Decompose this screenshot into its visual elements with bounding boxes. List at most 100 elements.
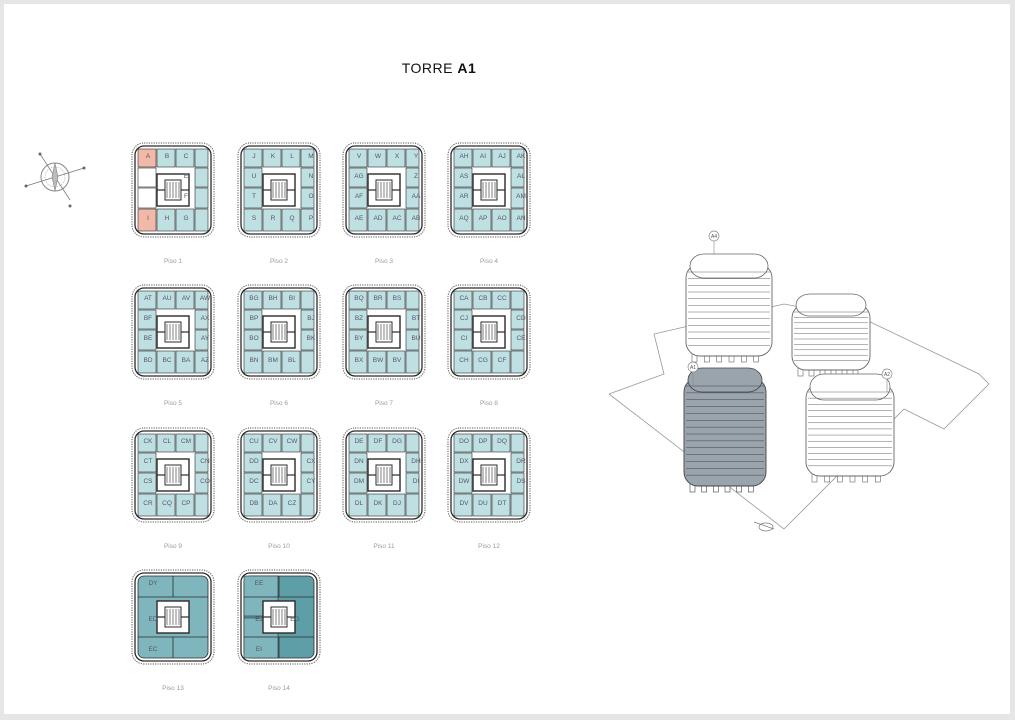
unit-label[interactable]: DO	[459, 438, 469, 445]
unit-label[interactable]: BO	[249, 335, 259, 342]
unit-label[interactable]: DB	[249, 500, 259, 507]
unit-label[interactable]: AU	[162, 295, 172, 302]
unit-label[interactable]: DI	[412, 478, 420, 485]
unit-label[interactable]: H	[164, 215, 170, 222]
unit-label[interactable]: Y	[413, 153, 419, 160]
unit-label[interactable]: DY	[148, 580, 158, 587]
unit-label[interactable]: J	[252, 153, 256, 160]
unit-label[interactable]: AX	[200, 315, 210, 322]
unit-label[interactable]: CK	[143, 438, 153, 445]
unit-label[interactable]: A	[145, 153, 151, 160]
unit-label[interactable]: AF	[354, 193, 364, 200]
unit-label[interactable]: B	[164, 153, 170, 160]
unit-label[interactable]: BK	[306, 335, 316, 342]
unit-label[interactable]: AC	[392, 215, 402, 222]
unit-label[interactable]: BX	[354, 357, 364, 364]
unit-label[interactable]: X	[394, 153, 400, 160]
unit-label[interactable]: BT	[411, 315, 421, 322]
unit-label[interactable]: CY	[306, 478, 316, 485]
unit-label[interactable]: BE	[143, 335, 153, 342]
unit-label[interactable]: DV	[459, 500, 469, 507]
floor-plan[interactable]: DY ED EC	[131, 567, 215, 667]
tower-a2[interactable]	[805, 373, 895, 483]
unit-label[interactable]: AI	[479, 153, 487, 160]
unit-label[interactable]: BL	[288, 357, 296, 364]
unit-label[interactable]: CB	[478, 295, 488, 302]
unit-label[interactable]: DW	[458, 478, 470, 485]
unit-label[interactable]: AQ	[459, 215, 469, 222]
unit-label[interactable]: AK	[516, 153, 526, 160]
unit-label[interactable]: CP	[181, 500, 191, 507]
unit-label[interactable]: BY	[354, 335, 364, 342]
unit-label[interactable]: BN	[249, 357, 259, 364]
unit-label[interactable]: CX	[306, 458, 316, 465]
unit-label[interactable]: AN	[516, 215, 526, 222]
unit-label[interactable]: AH	[459, 153, 469, 160]
unit-label[interactable]: DN	[354, 458, 364, 465]
unit-label[interactable]: ED	[148, 616, 158, 623]
unit-label[interactable]: DU	[478, 500, 488, 507]
unit-label[interactable]: EI	[255, 646, 263, 653]
unit-label[interactable]: CL	[162, 438, 172, 445]
unit-label[interactable]: DX	[459, 458, 469, 465]
unit-label[interactable]: DJ	[393, 500, 401, 507]
unit-label[interactable]: L	[290, 153, 294, 160]
unit-label[interactable]: BD	[143, 357, 153, 364]
unit-label[interactable]: BG	[249, 295, 259, 302]
unit-label[interactable]: CC	[497, 295, 507, 302]
unit-label[interactable]: DE	[354, 438, 364, 445]
unit-label[interactable]: O	[308, 193, 314, 200]
unit-label[interactable]: EJ	[255, 616, 263, 623]
unit-label[interactable]: E	[183, 173, 189, 180]
tower-a1[interactable]	[683, 367, 767, 493]
unit-label[interactable]: BU	[411, 335, 421, 342]
unit-label[interactable]: CV	[268, 438, 278, 445]
unit-label[interactable]: AE	[354, 215, 364, 222]
unit-label[interactable]: AT	[144, 295, 152, 302]
unit-label[interactable]: DF	[373, 438, 383, 445]
unit-label[interactable]: Q	[289, 215, 295, 222]
unit-label[interactable]: DR	[516, 458, 526, 465]
unit-label[interactable]: S	[251, 215, 257, 222]
unit-label[interactable]: EC	[148, 646, 158, 653]
unit-label[interactable]: CI	[460, 335, 468, 342]
unit-label[interactable]: T	[252, 193, 256, 200]
floor-plan[interactable]: BQ BR BS BZ BT BY BU BX BW BV	[342, 282, 426, 382]
unit-label[interactable]: AR	[459, 193, 469, 200]
unit-label[interactable]: BQ	[354, 295, 364, 302]
unit-label[interactable]: AZ	[200, 357, 210, 364]
unit-label[interactable]: BV	[392, 357, 402, 364]
unit-label[interactable]: CS	[143, 478, 153, 485]
unit-label[interactable]: P	[308, 215, 314, 222]
unit-label[interactable]: DH	[411, 458, 421, 465]
unit-label[interactable]: CT	[143, 458, 153, 465]
unit-label[interactable]: CD	[516, 315, 526, 322]
unit-label[interactable]: G	[183, 215, 189, 222]
unit-label[interactable]: DL	[354, 500, 364, 507]
unit-label[interactable]: AJ	[498, 153, 506, 160]
unit-label[interactable]: CA	[459, 295, 469, 302]
unit-label[interactable]: BR	[373, 295, 383, 302]
unit-label[interactable]: BW	[372, 357, 384, 364]
unit-label[interactable]: DM	[353, 478, 365, 485]
unit-label[interactable]: DQ	[497, 438, 507, 445]
unit-label[interactable]: BI	[288, 295, 296, 302]
unit-label[interactable]: BP	[249, 315, 259, 322]
unit-label[interactable]: CF	[497, 357, 507, 364]
unit-label[interactable]: AG	[354, 173, 364, 180]
tower-a4[interactable]	[685, 253, 773, 363]
unit-label[interactable]: BH	[268, 295, 278, 302]
unit-label[interactable]: BS	[392, 295, 402, 302]
unit-label[interactable]: BC	[162, 357, 172, 364]
unit-label[interactable]: BZ	[354, 315, 364, 322]
